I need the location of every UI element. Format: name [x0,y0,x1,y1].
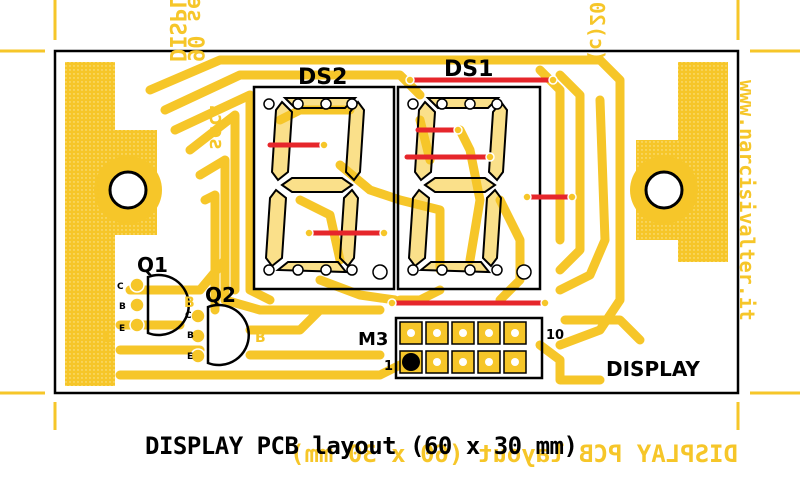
svg-text:E: E [119,324,125,334]
caption-ghost: DISPLAY PCB layout (60 x 30 mm) [290,440,738,468]
svg-text:DISPLAY PCB layout (60 x 30 mm: DISPLAY PCB layout (60 x 30 mm) [290,440,738,468]
transistor-q1 [129,273,191,337]
svg-text:(c)2017: (c)2017 [585,0,609,62]
svg-text:E: E [104,330,114,346]
svg-text:DISPLAY: DISPLAY [164,0,189,62]
label-board-name: DISPLAY [606,357,700,381]
display-ds2 [252,85,396,291]
label-q1: Q1 [137,253,168,277]
svg-text:sec.: sec. [205,102,229,150]
transistor-q2 [190,303,251,367]
label-q2: Q2 [205,283,236,307]
svg-text:90 sec.: 90 sec. [182,0,207,62]
svg-text:C: C [185,311,192,321]
svg-text:B: B [119,302,126,312]
svg-text:www.narcisivalter.it: www.narcisivalter.it [735,80,759,321]
connector-m3 [394,316,544,380]
caption-area: DISPLAY PCB layout (60 x 30 mm) DISPLAY … [0,432,800,472]
mounting-zone-left [65,62,162,386]
label-pin10: 10 [546,328,564,343]
label-ds2: DS2 [298,65,347,90]
svg-text:B: B [187,331,194,341]
copper-traces [115,55,645,385]
label-ds1: DS1 [444,57,493,82]
svg-text:C: C [117,282,124,292]
svg-text:B: B [184,295,195,311]
mounting-zone-right [630,62,728,262]
copper-pin-letters: B E B [104,295,266,346]
label-m3: M3 [358,329,388,350]
jumper-wires [267,77,575,306]
mirrored-copper-text: 90 sec. DISPLAY sec. (c)2017 www.narcisi… [164,0,759,321]
label-pin1: 1 [384,359,393,374]
caption-title: DISPLAY PCB layout (60 x 30 mm) [145,432,578,460]
jumper-ends [304,75,577,308]
crop-marks [0,0,800,430]
display-ds1 [396,85,542,291]
svg-text:E: E [187,352,193,362]
svg-text:B: B [255,330,266,346]
transistor-pin-letters: C B E C B E [117,282,194,362]
